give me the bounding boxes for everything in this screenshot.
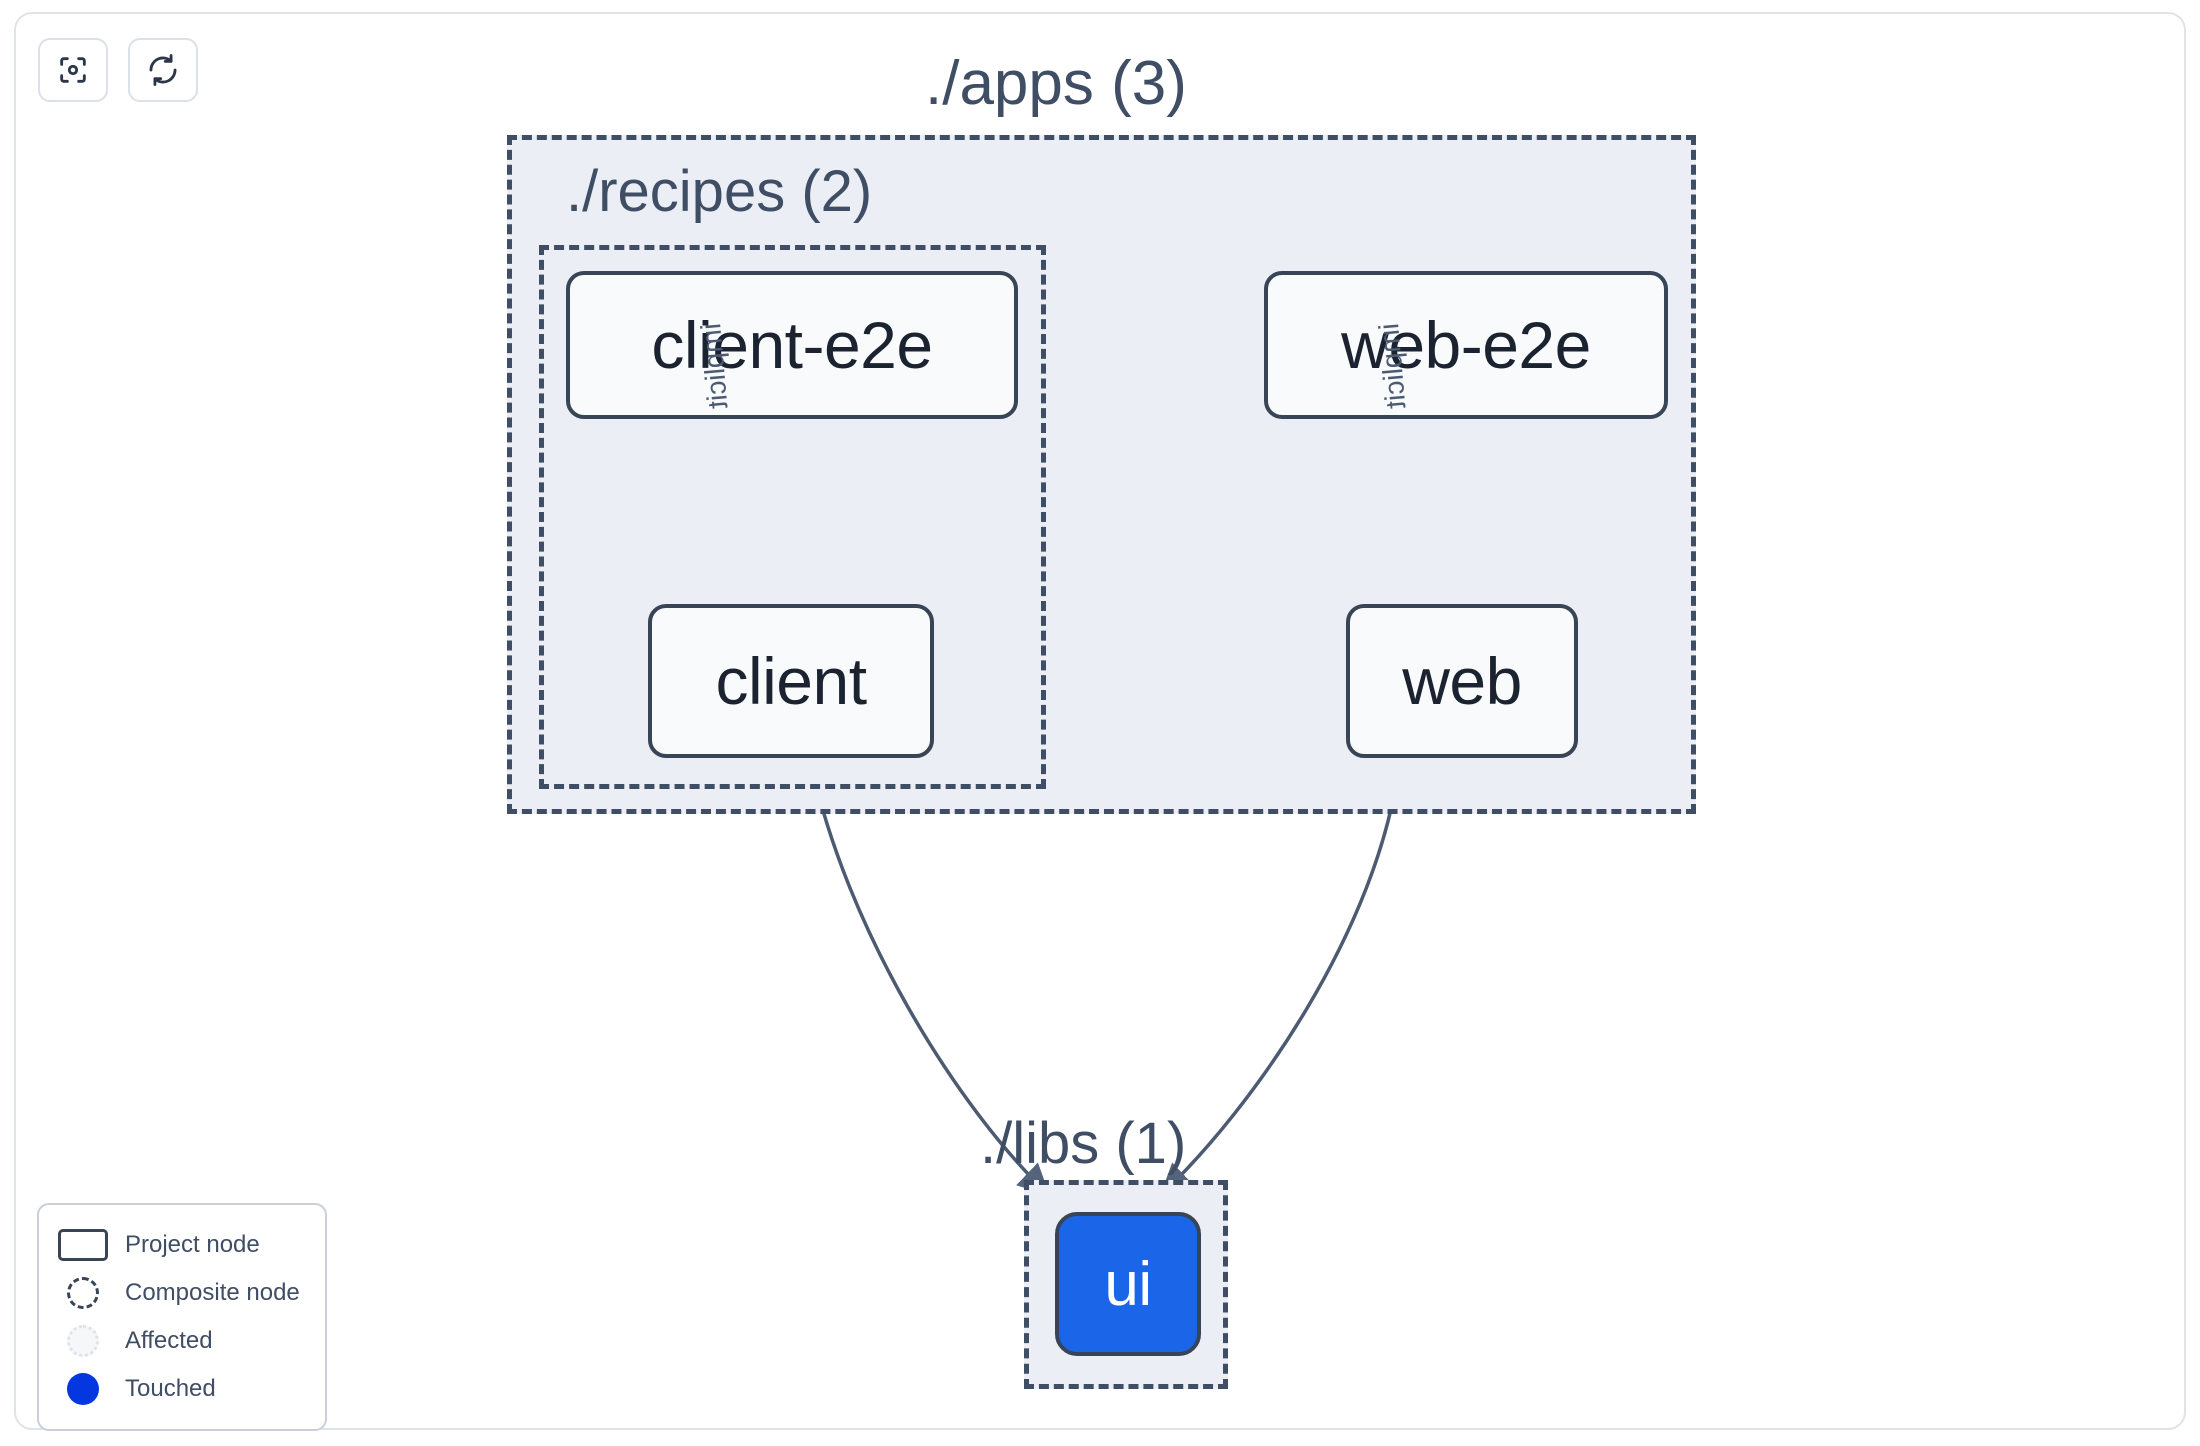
- legend-item-affected: Affected: [57, 1317, 307, 1365]
- graph-toolbar: [38, 38, 198, 102]
- touched-swatch-icon: [57, 1372, 109, 1406]
- focus-graph-button[interactable]: [38, 38, 108, 102]
- project-node-client[interactable]: client: [648, 604, 934, 758]
- affected-swatch-icon: [57, 1324, 109, 1358]
- project-node-ui[interactable]: ui: [1055, 1212, 1201, 1356]
- legend-label-composite-node: Composite node: [125, 1279, 300, 1306]
- composite-node-swatch-icon: [57, 1276, 109, 1310]
- project-node-client-e2e[interactable]: client-e2e: [566, 271, 1018, 419]
- graph-legend: Project node Composite node Affected Tou…: [37, 1203, 327, 1431]
- legend-label-touched: Touched: [125, 1375, 216, 1402]
- focus-target-icon: [56, 53, 90, 87]
- legend-item-project-node: Project node: [57, 1221, 307, 1269]
- legend-item-composite-node: Composite node: [57, 1269, 307, 1317]
- composite-node-apps-label: ./apps (3): [925, 49, 1187, 118]
- composite-node-libs-label: ./libs (1): [980, 1111, 1187, 1176]
- project-node-web-e2e[interactable]: web-e2e: [1264, 271, 1668, 419]
- legend-item-touched: Touched: [57, 1365, 307, 1413]
- refresh-icon: [146, 53, 180, 87]
- project-node-web[interactable]: web: [1346, 604, 1578, 758]
- legend-label-project-node: Project node: [125, 1231, 260, 1258]
- legend-label-affected: Affected: [125, 1327, 213, 1354]
- project-node-swatch-icon: [57, 1228, 109, 1262]
- edge-web-to-ui: [1160, 757, 1402, 1196]
- refresh-graph-button[interactable]: [128, 38, 198, 102]
- edge-client-to-ui: [808, 757, 1050, 1196]
- composite-node-recipes-label: ./recipes (2): [566, 159, 873, 224]
